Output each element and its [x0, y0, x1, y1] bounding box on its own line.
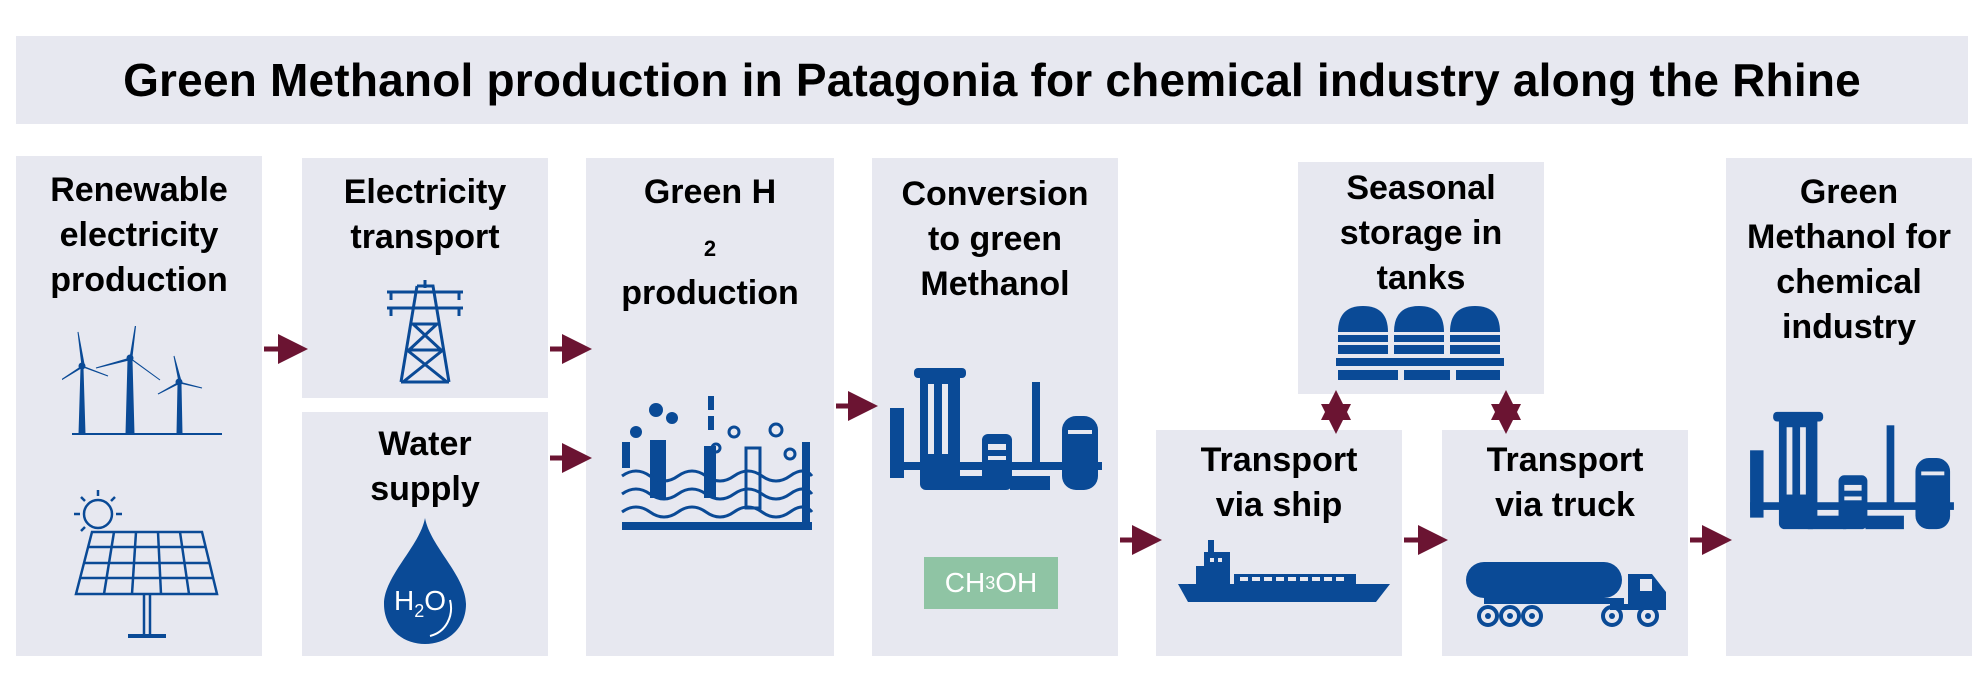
power-pylon-icon [387, 280, 463, 384]
diagram-title: Green Methanol production in Patagonia f… [123, 54, 1861, 106]
svg-text:H2O: H2O [394, 585, 446, 621]
electrolysis-icon [621, 396, 814, 530]
solar-panel-icon [74, 490, 219, 638]
chemical-plant-icon [890, 368, 1102, 490]
wind-turbines-icon [62, 326, 222, 435]
truck-icon [1466, 562, 1666, 627]
ship-icon [1178, 540, 1390, 602]
storage-tanks-icon [1336, 306, 1504, 380]
water-drop-icon: H2O [384, 518, 466, 644]
title-bar: Green Methanol production in Patagonia f… [16, 36, 1968, 124]
chemical-plant-icon [1750, 411, 1954, 530]
